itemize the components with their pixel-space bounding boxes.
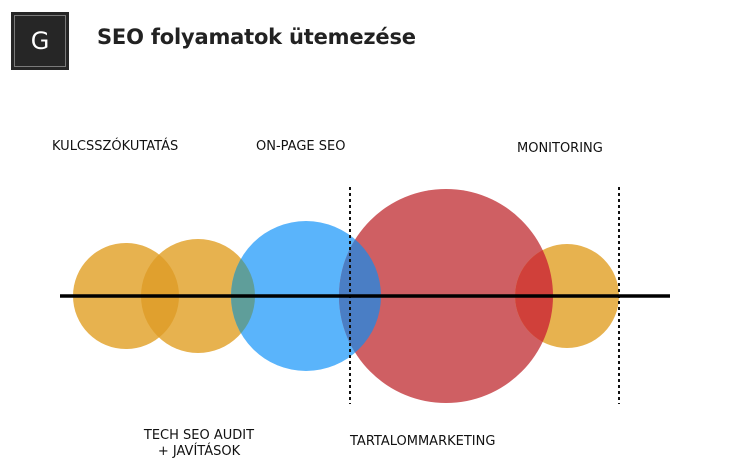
overlap-keyword-tech [141, 243, 179, 349]
label-keyword-research: KULCSSZÓKUTATÁS [52, 139, 179, 154]
overlap-content-monitoring [515, 244, 553, 348]
label-tech-seo-line1: TECH SEO AUDIT [143, 428, 255, 443]
logo: G [11, 12, 69, 70]
label-tech-seo: TECH SEO AUDIT + JAVÍTÁSOK [124, 428, 274, 460]
label-monitoring: MONITORING [517, 141, 603, 156]
page-title: SEO folyamatok ütemezése [97, 25, 416, 49]
label-on-page-seo: ON-PAGE SEO [256, 139, 346, 154]
label-tech-seo-line2: + JAVÍTÁSOK [157, 444, 241, 459]
logo-letter: G [30, 27, 50, 55]
label-content-marketing: TARTALOMMARKETING [350, 434, 496, 449]
